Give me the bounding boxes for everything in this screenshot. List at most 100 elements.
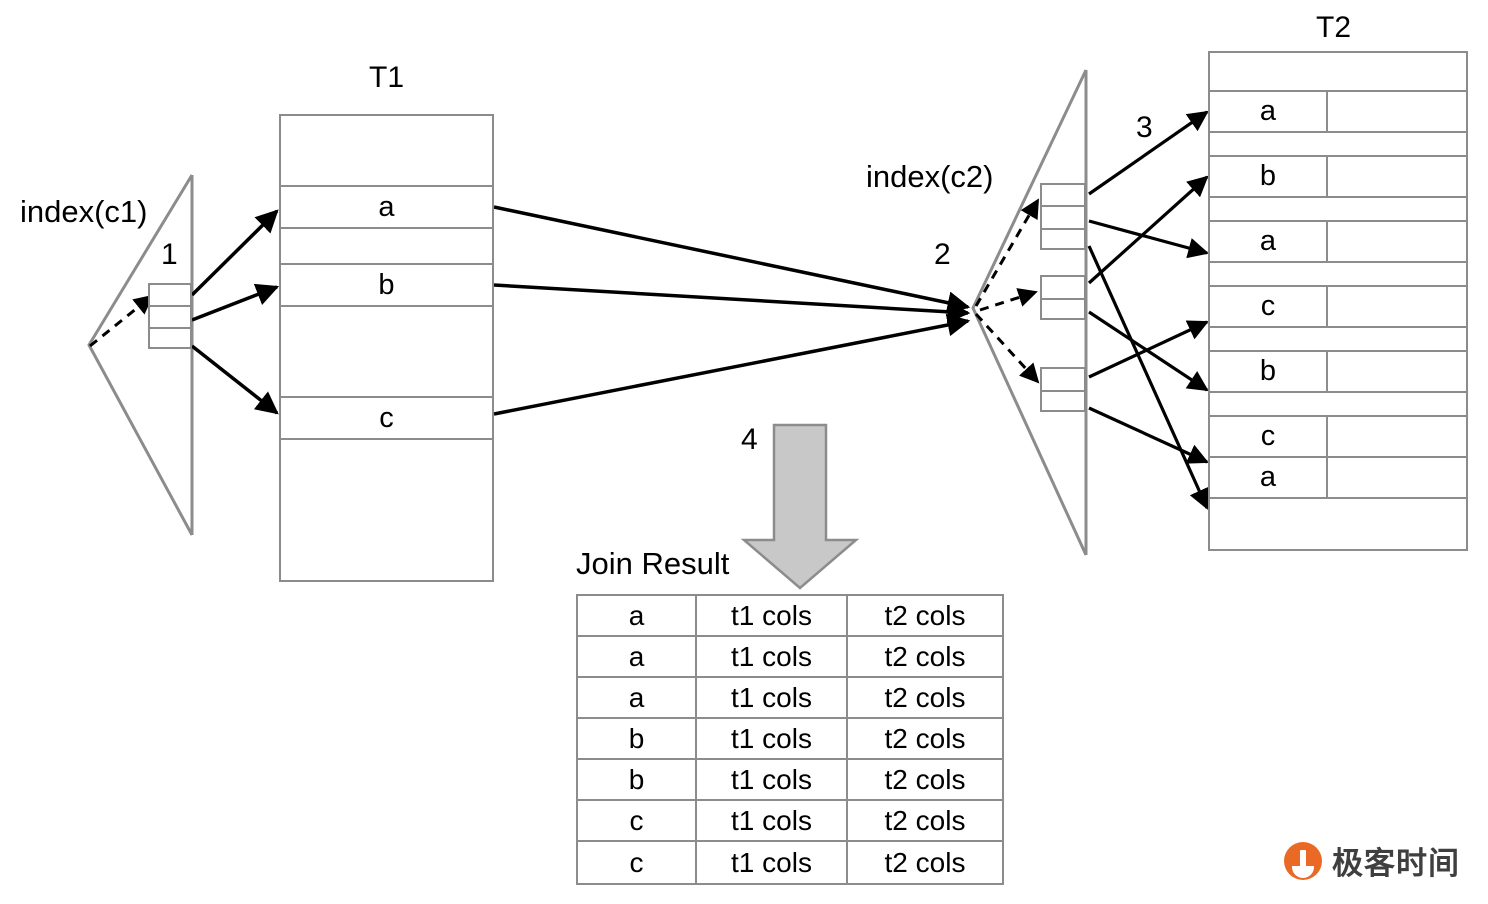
table-cell-key [1210,263,1328,285]
table-row: b [1210,352,1466,393]
table-cell-key [1210,328,1328,350]
table-cell-key [281,229,492,263]
join-cell-key: b [578,760,697,799]
table-cell-rest [1328,287,1466,326]
index-c2-cell [1042,369,1084,392]
table-cell-rest [1328,53,1466,90]
table-row [281,440,492,580]
join-cell-t2: t2 cols [884,599,966,631]
table-row [1210,133,1466,157]
table-cell-key: c [1210,417,1328,456]
join-cell-t1: t1 cols [697,719,848,758]
table-cell-key [1210,133,1328,155]
join-cell-key: a [578,637,697,676]
step-4-down-arrow [740,423,860,590]
table-row: b [281,265,492,307]
table-cell-rest [1328,263,1466,285]
table-cell-rest [1328,222,1466,261]
table-cell-rest [1328,92,1466,131]
table-row: c [281,398,492,440]
index-c1-cell [150,285,190,307]
table-cell-key [281,116,492,185]
table-cell-key: b [378,268,395,301]
join-cell-t1: t1 cols [697,637,848,676]
index-c2-to-t2-arrows [1087,110,1210,510]
table-row: a [1210,222,1466,263]
index-c1-cell [150,329,190,351]
join-cell-key: c [578,842,697,883]
join-cell-t2: t2 cols [884,681,966,713]
join-cell-key: a [578,596,697,635]
table-cell-rest [1328,133,1466,155]
index-c1-to-t1-arrows [190,209,280,415]
table-cell-key: b [1210,352,1328,391]
index-c2-cell [1042,392,1084,415]
step-3-label: 3 [1136,111,1153,144]
index-c2-cell [1042,300,1084,323]
join-cell-key: c [578,801,697,840]
table-row: a [1210,458,1466,499]
table-cell-rest [1328,458,1466,497]
step-1-label: 1 [161,238,178,271]
table-cell-rest [1328,499,1466,549]
join-cell-t2: t2 cols [884,722,966,754]
table-cell-key [1210,198,1328,220]
watermark-text: 极客时间 [1332,846,1460,882]
table-row: c [1210,417,1466,458]
table-row [281,307,492,398]
table-cell-rest [1328,198,1466,220]
join-cell-t1: t1 cols [697,842,848,883]
table-cell-rest [1328,393,1466,415]
t1-to-index-c2-arrows [493,205,971,416]
index-c2-label: index(c2) [866,159,994,194]
table-cell-rest [1328,328,1466,350]
join-cell-t2: t2 cols [884,640,966,672]
table-row [1210,499,1466,549]
table-row: a [281,187,492,229]
table-cell-key [281,307,492,396]
table-cell-key: b [1210,157,1328,196]
table-row [1210,328,1466,352]
table-row [1210,393,1466,417]
join-cell-t1: t1 cols [697,760,848,799]
table-cell-rest [1328,352,1466,391]
table-cell-key: a [1210,222,1328,261]
table-row: b [1210,157,1466,198]
index-c1-label: index(c1) [20,194,148,229]
t2-title: T2 [1316,11,1352,44]
index-c2-cell [1042,277,1084,300]
index-c2-cell [1042,185,1084,208]
index-c2-probe-arrows [974,198,1040,384]
index-c1-triangle [87,174,194,536]
table-row: c [1210,287,1466,328]
table-row [281,229,492,265]
join-result-label: Join Result [576,546,730,581]
geektime-logo-icon [1284,841,1322,880]
table-cell-rest [1328,157,1466,196]
join-cell-t2: t2 cols [884,846,966,878]
join-cell-t2: t2 cols [884,763,966,795]
table-row [1210,263,1466,287]
step-4-label: 4 [741,423,758,456]
join-cell-key: a [578,678,697,717]
table-cell-key [1210,499,1328,549]
table-cell-key: c [1210,287,1328,326]
table-row [1210,198,1466,222]
index-c2-node-group-2 [1040,275,1086,320]
table-cell-key: a [378,190,395,223]
t1-table: a b c [279,114,494,582]
index-c1-cell [150,307,190,329]
table-cell-key [1210,393,1328,415]
index-c2-node-group-3 [1040,367,1086,412]
